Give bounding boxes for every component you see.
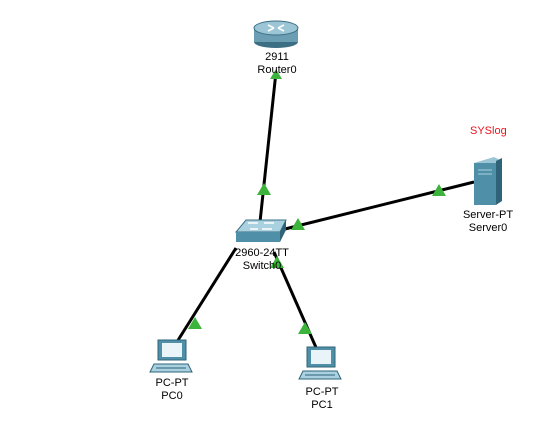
link-status-icon xyxy=(188,317,202,329)
link-status-icon xyxy=(298,322,312,334)
router0-model: 2911 xyxy=(265,51,289,63)
switch0-label: 2960-24TT Switch0 xyxy=(235,247,289,273)
pc0-label: PC-PT PC0 xyxy=(156,377,189,403)
pc0-model: PC-PT xyxy=(155,377,189,389)
link-switch0-server0[interactable] xyxy=(284,180,475,231)
link-switch0-pc1[interactable] xyxy=(272,251,320,353)
switch0-model: 2960-24TT xyxy=(235,247,289,259)
server0-name: Server0 xyxy=(468,222,508,234)
pc1-name: PC1 xyxy=(311,399,333,411)
syslog-note[interactable]: SYSlog xyxy=(468,124,509,139)
pc-icon[interactable] xyxy=(298,346,342,380)
server0-label: Server-PT Server0 xyxy=(463,209,513,235)
pc1-model: PC-PT xyxy=(305,386,339,398)
router0-name: Router0 xyxy=(257,64,297,76)
link-status-icon xyxy=(270,69,282,79)
link-switch0-pc0[interactable] xyxy=(173,247,238,346)
link-status-icon xyxy=(270,256,284,268)
pc-icon[interactable] xyxy=(149,339,193,373)
pc0-name: PC0 xyxy=(161,390,183,402)
pc1-label: PC-PT PC1 xyxy=(306,386,339,412)
router0-label: 2911 Router0 xyxy=(257,51,296,77)
switch0-name: Switch0 xyxy=(242,260,282,272)
link-status-icon xyxy=(257,183,271,195)
link-status-icon xyxy=(432,184,446,196)
server-icon[interactable] xyxy=(474,157,502,205)
server0-model: Server-PT xyxy=(462,209,514,221)
link-router0-switch0[interactable] xyxy=(258,71,278,223)
router-icon[interactable] xyxy=(253,20,299,48)
link-status-icon xyxy=(291,218,305,230)
switch-icon[interactable] xyxy=(234,219,287,242)
